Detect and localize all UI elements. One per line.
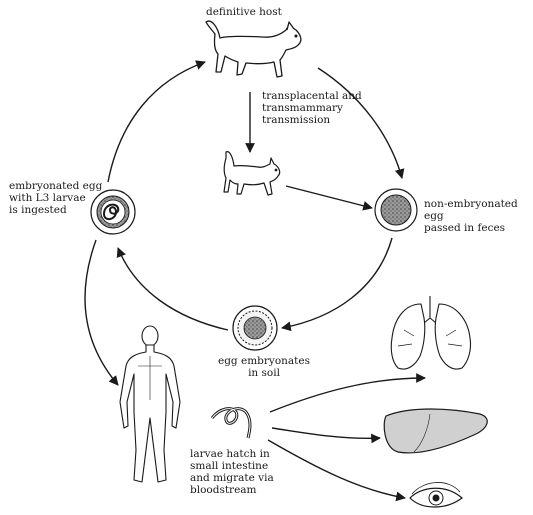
puppy-icon	[224, 152, 280, 195]
label-non-embryonated-egg: non-embryonated egg passed in feces	[424, 198, 533, 234]
arrow-larva-to-liver	[272, 428, 380, 438]
arrow-ingested-to-host	[108, 62, 205, 182]
arrow-larva-to-lungs	[270, 378, 425, 412]
arrow-feces-to-soil	[282, 238, 392, 328]
soil-egg-icon	[233, 306, 277, 350]
larva-icon	[212, 409, 250, 438]
lungs-icon	[391, 296, 470, 369]
dog-icon	[206, 21, 301, 77]
eye-icon	[410, 482, 462, 507]
label-definitive-host: definitive host	[206, 6, 282, 18]
label-larvae-hatch: larvae hatch in small intestine and migr…	[190, 448, 274, 496]
arrow-ingested-to-human	[85, 240, 118, 385]
non-embryonated-egg-icon	[375, 189, 417, 231]
label-embryonated-egg: embryonated egg with L3 larvae is ingest…	[9, 180, 102, 216]
liver-icon	[384, 409, 487, 453]
label-transplacental-transmission: transplacental and transmammary transmis…	[262, 90, 362, 126]
arrow-soil-to-ingested	[118, 248, 228, 330]
arrow-puppy-to-feces	[286, 186, 372, 208]
arrow-larva-to-eye	[268, 440, 405, 498]
label-egg-embryonates: egg embryonates in soil	[218, 355, 310, 379]
human-figure-icon	[120, 326, 180, 482]
